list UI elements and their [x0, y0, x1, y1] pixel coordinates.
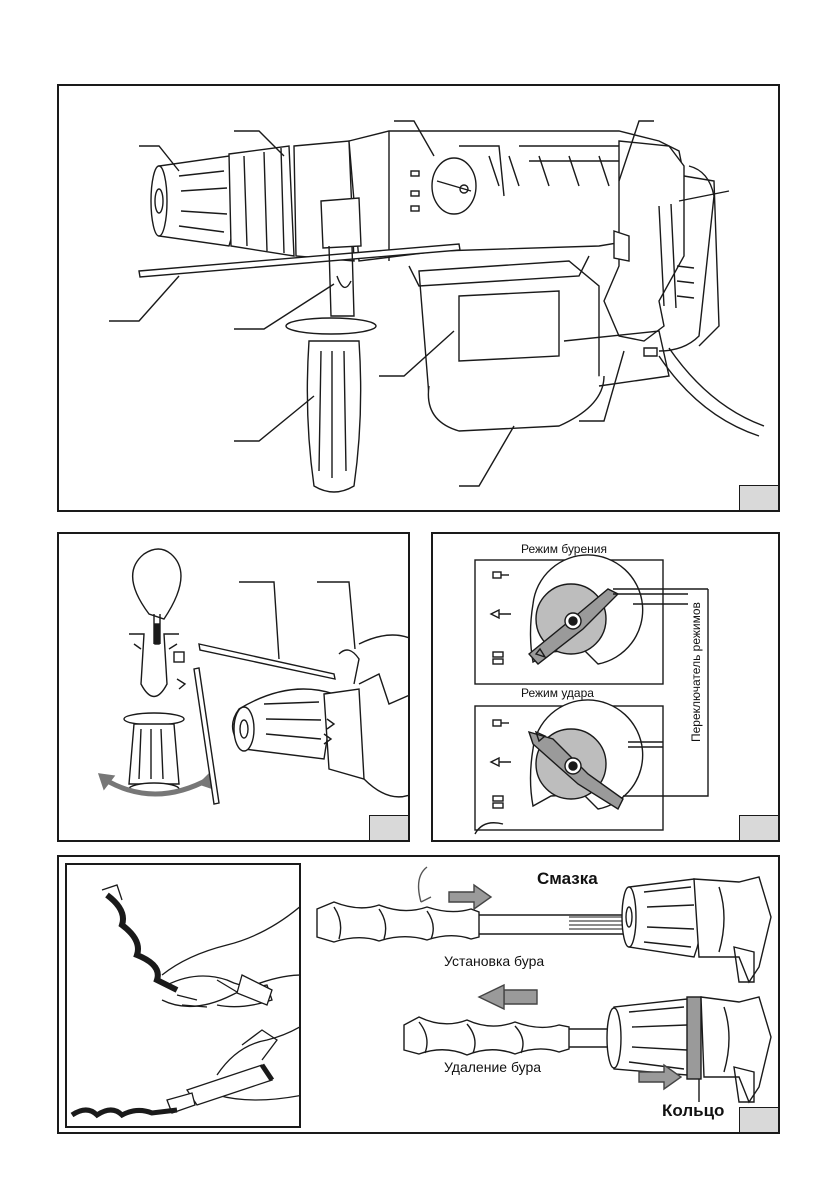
- mode-dial-icon: [474, 554, 709, 835]
- figure-3-panel: Режим бурения Режим удара Переключатель …: [431, 532, 780, 842]
- figure-4-number-tag: [739, 1107, 778, 1132]
- hammer-mode-title: Режим удара: [521, 686, 594, 700]
- figure-2-number-tag: [369, 815, 408, 840]
- mode-selector-label: Переключатель режимов: [689, 602, 703, 742]
- grease-label: Смазка: [537, 869, 598, 888]
- figure-3-number-tag: [739, 815, 778, 840]
- drill-mode-title: Режим бурения: [521, 542, 607, 556]
- drill-bit-icon: [316, 866, 772, 1104]
- figure-1-panel: [57, 84, 780, 512]
- hand-grease-icon: [70, 884, 299, 1119]
- remove-caption: Удаление бура: [444, 1059, 542, 1075]
- rotary-hammer-drawing: [109, 120, 765, 493]
- figure-4-panel: Смазка Установка бура Удаление бура Коль…: [57, 855, 780, 1134]
- grease-hands-inset: [65, 863, 301, 1128]
- side-handle-drawing: [97, 548, 408, 805]
- figure-1-number-tag: [739, 485, 778, 510]
- figure-2-panel: [57, 532, 410, 842]
- install-caption: Установка бура: [444, 953, 545, 969]
- ring-label: Кольцо: [662, 1101, 725, 1120]
